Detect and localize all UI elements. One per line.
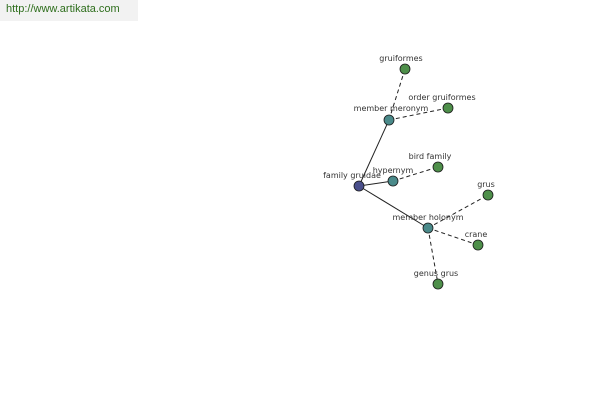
node-crane[interactable] xyxy=(472,239,484,251)
node-label-genus-grus: genus grus xyxy=(414,269,458,278)
edge-member-meronym-to-gruiformes xyxy=(388,68,406,121)
edge-hypernym-to-bird-family xyxy=(392,166,439,182)
edge-member-holonym-to-genus-grus xyxy=(427,227,439,285)
node-order-gruiformes[interactable] xyxy=(442,102,454,114)
node-member-meronym[interactable] xyxy=(383,114,395,126)
node-genus-grus[interactable] xyxy=(432,278,444,290)
nodes-layer xyxy=(353,63,494,290)
node-label-family-grus: family gruidae xyxy=(323,171,381,180)
node-label-gruiformes: gruiformes xyxy=(379,54,422,63)
edge-family-grus-to-member-meronym xyxy=(358,119,390,187)
node-family-grus[interactable] xyxy=(353,180,365,192)
node-label-hypernym: hypernym xyxy=(373,166,414,175)
node-label-crane: crane xyxy=(465,230,488,239)
node-label-order-gruiformes: order gruiformes xyxy=(408,93,475,102)
edge-family-grus-to-member-holonym xyxy=(358,185,429,229)
node-member-holonym[interactable] xyxy=(422,222,434,234)
node-hypernym[interactable] xyxy=(387,175,399,187)
edge-member-holonym-to-grus xyxy=(427,194,489,229)
edge-member-meronym-to-order-gruiformes xyxy=(388,107,449,121)
edge-member-holonym-to-crane xyxy=(427,227,479,246)
node-gruiformes[interactable] xyxy=(399,63,411,75)
node-label-grus: grus xyxy=(477,180,495,189)
node-bird-family[interactable] xyxy=(432,161,444,173)
site-url-banner[interactable]: http://www.artikata.com xyxy=(0,0,138,21)
labels-layer: family gruidae member meronym hypernym memb… xyxy=(323,54,495,278)
edge-family-grus-to-hypernym xyxy=(358,180,394,187)
node-label-member-meronym: member meronym xyxy=(354,104,429,113)
edges-layer xyxy=(358,68,489,285)
node-grus[interactable] xyxy=(482,189,494,201)
node-label-bird-family: bird family xyxy=(409,152,452,161)
node-label-member-holonym: member holonym xyxy=(392,213,463,222)
